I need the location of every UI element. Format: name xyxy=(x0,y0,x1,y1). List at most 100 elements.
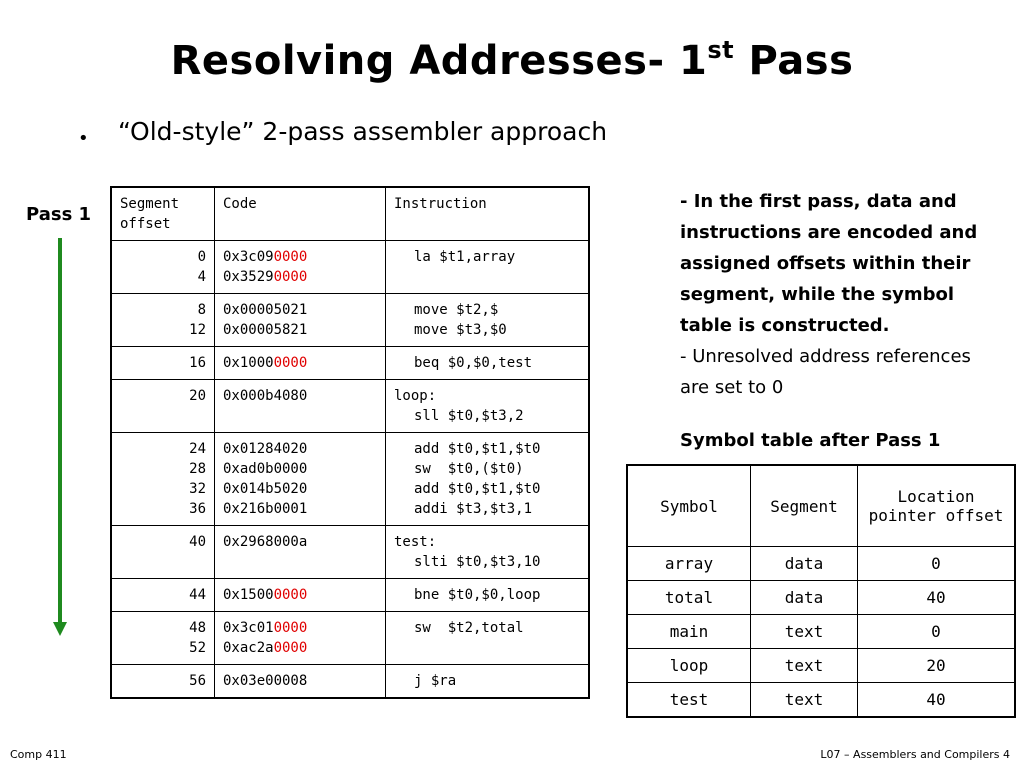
offset-cell: 56 xyxy=(110,664,215,699)
code-value: 0x3c090000 xyxy=(223,249,308,265)
instruction-text: add $t0,$t1,$t0 xyxy=(414,481,541,497)
offset-value: 28 xyxy=(189,461,206,477)
instruction-text: sll $t0,$t3,2 xyxy=(414,408,524,424)
segment-cell: data xyxy=(750,546,858,581)
code-cell: 0x03e00008 xyxy=(214,664,386,699)
instruction-text: bne $t0,$0,loop xyxy=(414,587,541,603)
code-value: 0x03e00008 xyxy=(223,673,308,689)
code-value: 0x3c010000 xyxy=(223,620,308,636)
offset-value: 16 xyxy=(189,355,206,371)
header-location-pointer-offset: Location pointer offset xyxy=(857,464,1016,547)
header-instruction: Instruction xyxy=(385,186,590,241)
bullet-text: “Old-style” 2-pass assembler approach xyxy=(118,117,608,146)
symbol-cell: test xyxy=(626,682,751,718)
code-value: 0x000b4080 xyxy=(223,388,308,404)
segment-cell: text xyxy=(750,614,858,649)
instruction-text: add $t0,$t1,$t0 xyxy=(414,441,541,457)
segment-cell: data xyxy=(750,580,858,615)
instruction-cell: bne $t0,$0,loop xyxy=(385,578,590,612)
instruction-text: addi $t3,$t3,1 xyxy=(414,501,533,517)
title-superscript: st xyxy=(707,36,735,64)
unresolved-bits: 0000 xyxy=(273,269,308,285)
code-value: 0x35290000 xyxy=(223,269,308,285)
note-unresolved: - Unresolved address references are set … xyxy=(680,346,971,398)
code-cell: 0x2968000a xyxy=(214,525,386,579)
instruction-text: move $t2,$ xyxy=(414,302,499,318)
code-value: 0x01284020 xyxy=(223,441,308,457)
unresolved-bits: 0000 xyxy=(273,640,308,656)
code-value: 0x00005021 xyxy=(223,302,308,318)
code-row: 44 0x15000000 bne $t0,$0,loop xyxy=(110,578,590,612)
symbol-table: Symbol Segment Location pointer offset a… xyxy=(626,464,1016,718)
instruction-cell: beq $0,$0,test xyxy=(385,346,590,380)
instruction-text: slti $t0,$t3,10 xyxy=(414,554,541,570)
offset-value: 44 xyxy=(189,587,206,603)
symbol-cell: total xyxy=(626,580,751,615)
code-value: 0x2968000a xyxy=(223,534,308,550)
offset-value: 32 xyxy=(189,481,206,497)
code-value: 0x014b5020 xyxy=(223,481,308,497)
offset-cell: 0 xyxy=(857,546,1016,581)
footer-lecture: L07 – Assemblers and Compilers 4 xyxy=(820,748,1010,761)
header-segment: Segment xyxy=(750,464,858,547)
instruction-cell: loop:sll $t0,$t3,2 xyxy=(385,379,590,433)
code-cell: 0x01284020 0xad0b0000 0x014b5020 0x216b0001 xyxy=(214,432,386,526)
offset-value: 4 xyxy=(197,269,206,285)
symbol-cell: loop xyxy=(626,648,751,683)
unresolved-bits: 0000 xyxy=(273,587,308,603)
offset-cell: 20 xyxy=(857,648,1016,683)
instruction-cell: j $ra xyxy=(385,664,590,699)
code-value: 0xad0b0000 xyxy=(223,461,308,477)
code-cell: 0x000b4080 xyxy=(214,379,386,433)
symbol-table-caption: Symbol table after Pass 1 xyxy=(680,430,941,451)
code-row: 56 0x03e00008 j $ra xyxy=(110,664,590,699)
footer-course: Comp 411 xyxy=(10,748,67,761)
instruction-text: sw $t2,total xyxy=(414,620,524,636)
offset-value: 40 xyxy=(189,534,206,550)
note-first-pass: - In the first pass, data and instructio… xyxy=(680,191,978,336)
code-cell: 0x3c090000 0x35290000 xyxy=(214,240,386,294)
code-cell: 0x10000000 xyxy=(214,346,386,380)
code-value: 0x216b0001 xyxy=(223,501,308,517)
instruction-text: la $t1,array xyxy=(414,249,516,265)
header-code: Code xyxy=(214,186,386,241)
code-value: 0x10000000 xyxy=(223,355,308,371)
notes: - In the first pass, data and instructio… xyxy=(680,186,1000,403)
offset-value: 56 xyxy=(189,673,206,689)
offset-value: 52 xyxy=(189,640,206,656)
instruction-text: beq $0,$0,test xyxy=(414,355,533,371)
unresolved-bits: 0000 xyxy=(273,620,308,636)
offset-value: 20 xyxy=(189,388,206,404)
offset-value: 0 xyxy=(197,249,206,265)
offset-cell: 40 xyxy=(857,580,1016,615)
offset-value: 48 xyxy=(189,620,206,636)
symbol-cell: array xyxy=(626,546,751,581)
offset-cell: 44 xyxy=(110,578,215,612)
offset-value: 12 xyxy=(189,322,206,338)
offset-cell: 40 xyxy=(110,525,215,579)
slide-title: Resolving Addresses- 1st Pass xyxy=(170,36,854,84)
unresolved-bits: 0000 xyxy=(273,249,308,265)
instruction-cell: move $t2,$move $t3,$0 xyxy=(385,293,590,347)
instruction-cell: la $t1,array xyxy=(385,240,590,294)
code-row: 16 0x10000000 beq $0,$0,test xyxy=(110,346,590,380)
code-value: 0x15000000 xyxy=(223,587,308,603)
instruction-cell: sw $t2,total xyxy=(385,611,590,665)
down-arrow-icon xyxy=(58,238,62,624)
symbol-cell: main xyxy=(626,614,751,649)
